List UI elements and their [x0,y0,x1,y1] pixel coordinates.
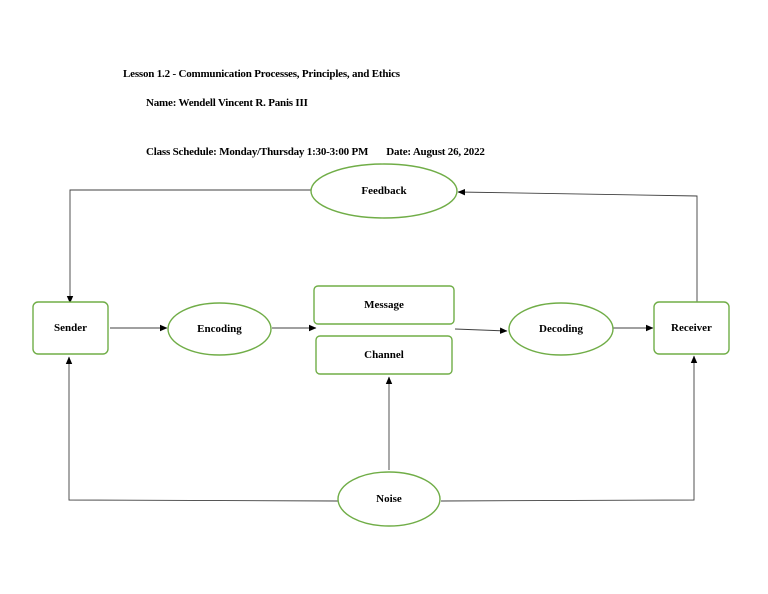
noise-node: Noise [337,471,441,527]
decoding-node: Decoding [508,302,614,356]
decoding-label: Decoding [539,323,584,335]
receiver-label: Receiver [671,322,712,334]
schedule-line: Class Schedule: Monday/Thursday 1:30-3:0… [146,146,485,158]
message-node: Message [313,285,455,325]
noise-to-receiver-arrow [440,355,698,502]
noise-label: Noise [376,493,402,505]
decoding-shape [508,302,614,356]
message-label: Message [364,299,404,311]
feedback-node: Feedback [310,163,458,219]
sender-shape [32,301,109,355]
encoding-node: Encoding [167,302,272,356]
sender-node: Sender [32,301,109,355]
feedback-label: Feedback [361,185,407,197]
sender-label: Sender [54,322,87,334]
channel-label: Channel [364,349,404,361]
encoding-shape [167,302,272,356]
receiver-shape [653,301,730,355]
student-name: Name: Wendell Vincent R. Panis III [146,97,308,109]
class-schedule: Class Schedule: Monday/Thursday 1:30-3:0… [146,146,369,158]
message-shape [313,285,455,325]
feedback-shape [310,163,458,219]
connectors [65,188,698,502]
lesson-title: Lesson 1.2 - Communication Processes, Pr… [123,68,400,80]
receiver-node: Receiver [653,301,730,355]
date-text: Date: August 26, 2022 [386,146,485,158]
noise-shape [337,471,441,527]
message-to-decoding-arrow [454,327,508,334]
channel-node: Channel [315,335,453,375]
noise-to-sender-arrow [65,356,339,502]
feedback-to-sender-arrow [66,189,311,304]
encoding-label: Encoding [197,323,242,335]
channel-shape [315,335,453,375]
receiver-to-feedback-arrow [457,188,698,302]
